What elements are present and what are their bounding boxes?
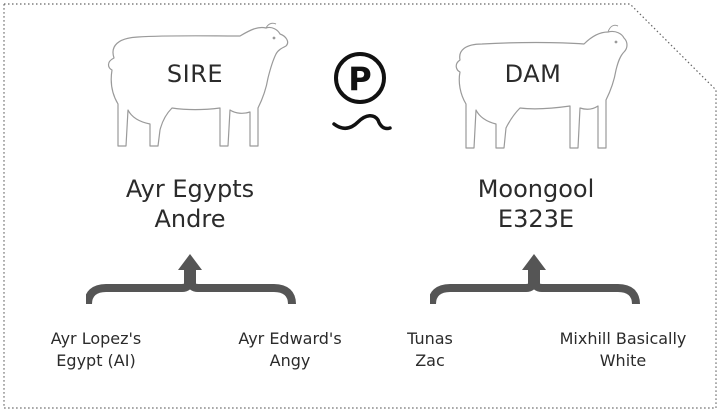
- dam-parent-1: Tunas Zac: [390, 328, 470, 372]
- dam-parent-2-line2: White: [599, 351, 647, 370]
- sire-parent-2-line1: Ayr Edward's: [238, 329, 342, 348]
- sire-parent-1-line2: Egypt (AI): [56, 351, 136, 370]
- dam-parent-2: Mixhill Basically White: [538, 328, 708, 372]
- dam-name-line2: E323E: [497, 205, 575, 233]
- dam-name-line1: Moongool: [477, 175, 595, 203]
- sire-parents-brace: [86, 254, 296, 305]
- polled-letter: P: [348, 60, 371, 98]
- sire-parent-2-line2: Angy: [269, 351, 311, 370]
- dam-parent-1-line2: Zac: [415, 351, 445, 370]
- dam-parent-1-line1: Tunas: [407, 329, 453, 348]
- dam-cow-outline: [455, 24, 628, 149]
- sire-parent-1: Ayr Lopez's Egypt (AI): [26, 328, 166, 372]
- sire-parent-2: Ayr Edward's Angy: [220, 328, 360, 372]
- polled-icon: P: [332, 52, 392, 131]
- sire-bull-outline: [107, 22, 289, 147]
- dam-parent-2-line1: Mixhill Basically: [559, 329, 687, 348]
- sire-name-line1: Ayr Egypts: [125, 175, 255, 203]
- sire-label: SIRE: [166, 60, 224, 88]
- sire-name-line2: Andre: [154, 205, 226, 233]
- dam-name: Moongool E323E: [436, 174, 636, 234]
- sire-name: Ayr Egypts Andre: [90, 174, 290, 234]
- sire-parent-1-line1: Ayr Lopez's: [50, 329, 142, 348]
- dam-label: DAM: [504, 60, 562, 88]
- dam-parents-brace: [430, 254, 640, 305]
